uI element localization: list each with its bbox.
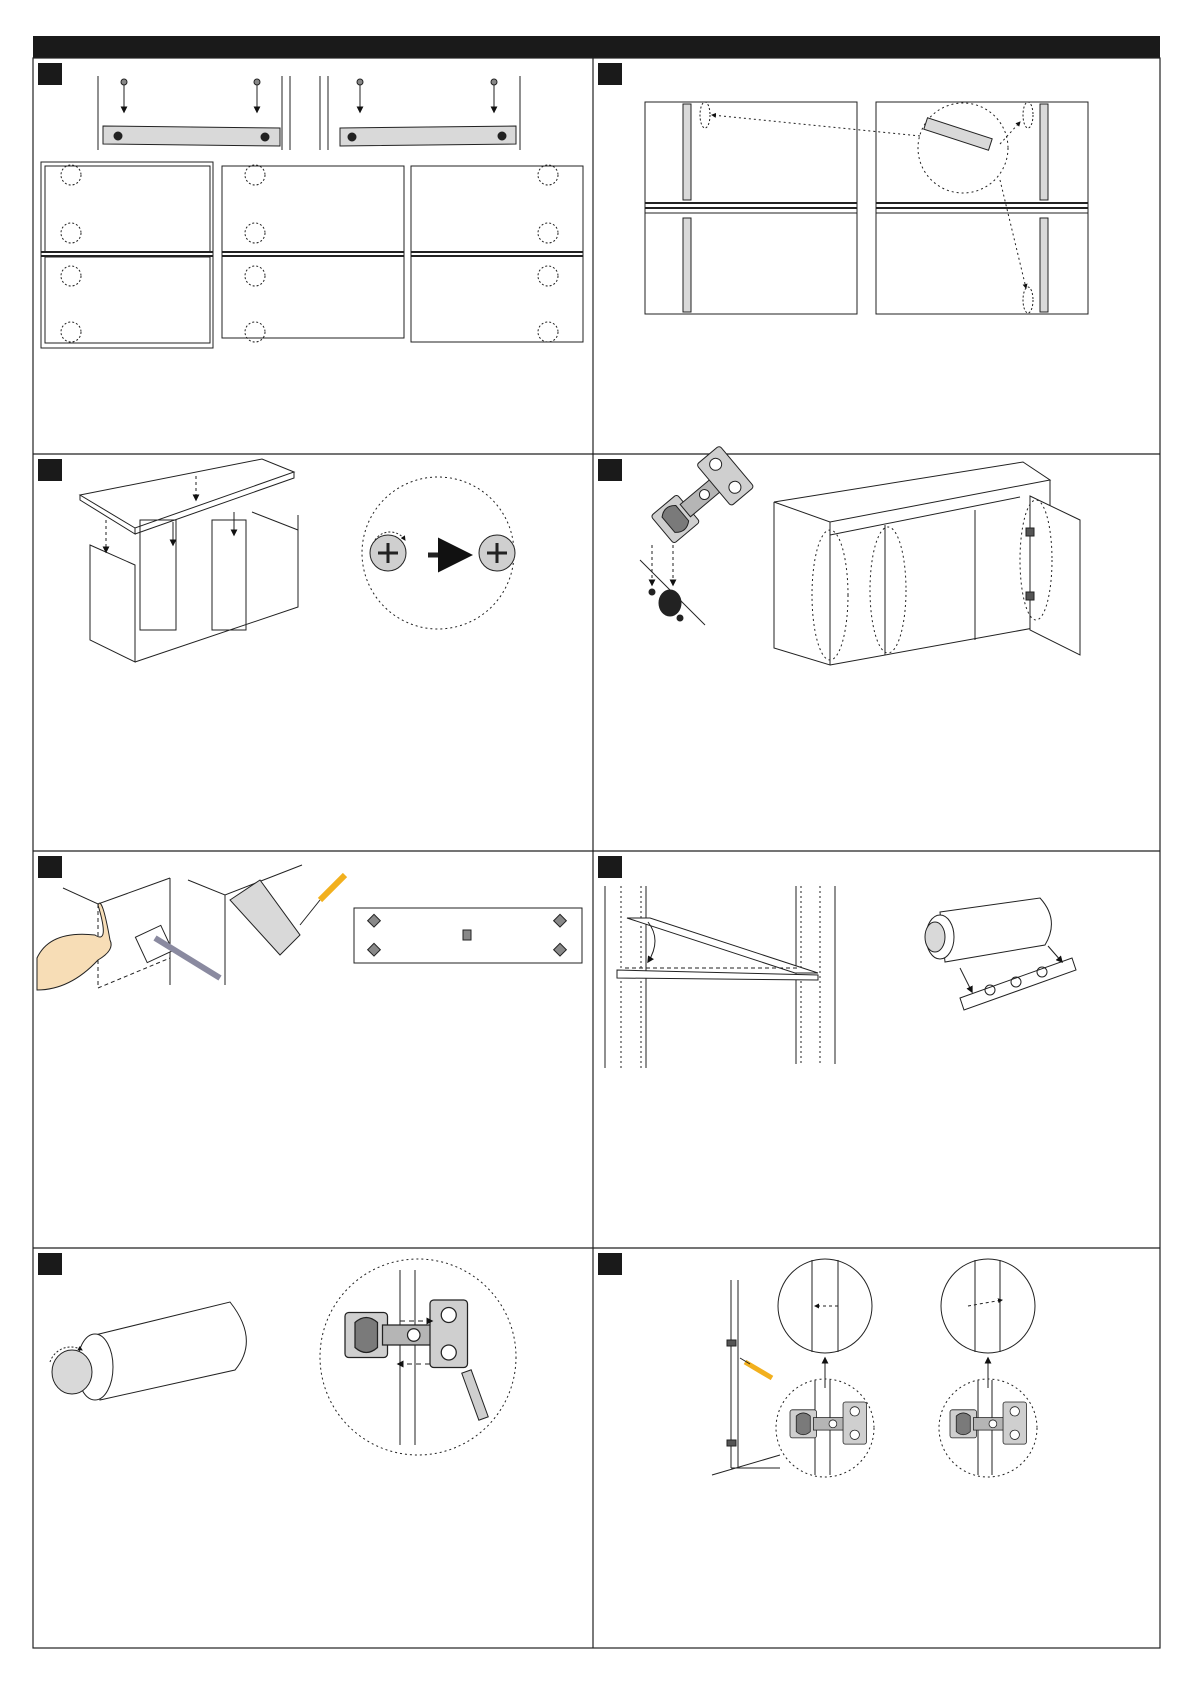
adjust-detail-right [939,1259,1037,1477]
step-4-badge [598,459,622,481]
step-7-panel [38,1253,516,1455]
step-7-badge [38,1253,62,1275]
step-3-badge [38,459,62,481]
header-bar [33,36,1160,58]
step-2-badge [598,63,622,85]
step-3-panel [38,459,515,662]
shelf-drawing [605,886,835,1068]
wall-fixing-drawing [37,865,345,990]
hinge-adjust-detail [320,1259,516,1455]
step-4-panel [598,445,1080,665]
cam-lock-detail [362,477,515,629]
step-5-panel [37,856,582,990]
step-1-panel [38,63,583,348]
hinge-drill-holes [640,545,705,625]
door-side-view [712,1280,780,1475]
step-2-panel [598,63,1088,314]
cabinet-with-door [774,462,1080,665]
roller-bracket [925,898,1076,1010]
rail-bracket-left [98,76,290,150]
carcass-drawing [80,459,298,662]
step-6-badge [598,856,622,878]
rail-bracket-right [320,76,520,150]
adjust-detail-left [776,1259,874,1477]
hinge-closeup [644,445,754,549]
step-1-badge [38,63,62,85]
step-6-panel [598,856,1076,1068]
step-8-panel [598,1253,1037,1477]
roller-closeup [50,1302,246,1400]
side-panels [41,162,583,348]
step-5-badge [38,856,62,878]
end-panels [645,102,1088,314]
step-8-badge [598,1253,622,1275]
bumper-pads-board [354,908,582,963]
panel-grid [33,58,1160,1648]
